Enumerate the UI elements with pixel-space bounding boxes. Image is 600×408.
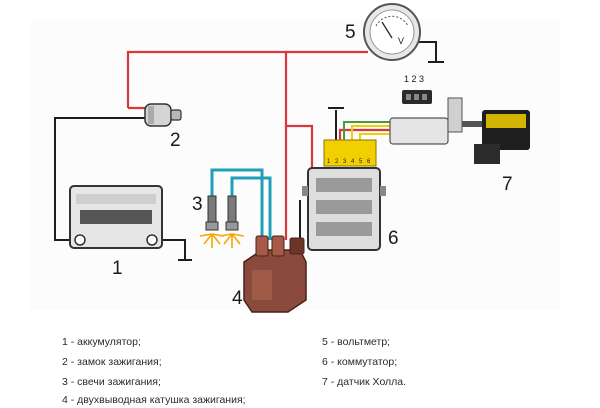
spark-plug-2 [219, 195, 245, 248]
black-wire-battery [54, 117, 145, 241]
legend-item-1: 1 - аккумулятор; [62, 336, 141, 348]
yellow-wire-2 [359, 133, 392, 140]
legend-item-7: 7 - датчик Холла. [322, 376, 407, 388]
blue-wire-2 [230, 176, 272, 240]
yellow-wire-1 [351, 125, 392, 140]
blue-wires [210, 168, 272, 240]
battery-label [80, 210, 152, 224]
pin-5: 5 [359, 159, 363, 165]
coil-connector [289, 237, 305, 255]
battery [69, 185, 163, 249]
black-wire-ground [160, 239, 186, 260]
hall-plug-pin-3 [422, 94, 427, 100]
green-wire [343, 121, 390, 140]
coil-tower-2 [271, 235, 285, 257]
voltmeter-scale [375, 15, 409, 27]
hall-sensor [462, 110, 530, 164]
red-wire-hall [338, 128, 400, 140]
commutator-fin-2 [316, 200, 372, 214]
red-wire-commutator [286, 124, 314, 180]
hall-connector-clip [447, 97, 463, 133]
hall-sensor-plate [486, 114, 526, 128]
callout-3: 3 [192, 194, 203, 215]
coil-tower-1 [255, 235, 269, 257]
pin-2: 2 [335, 159, 339, 165]
spark-2 [219, 233, 245, 248]
callout-1: 1 [112, 258, 123, 279]
yellow-green-wires [343, 121, 392, 140]
switch-key [170, 109, 182, 121]
hall-connector: 1 2 3 [389, 74, 463, 145]
callout-2: 2 [170, 130, 181, 151]
hall-connector-pin-labels: 1 2 3 [404, 74, 424, 84]
commutator-tab-left [302, 186, 308, 196]
voltmeter: V [363, 3, 421, 61]
pin-3: 3 [343, 159, 347, 165]
commutator-fin-1 [316, 178, 372, 192]
ignition-coil [243, 235, 307, 313]
ignition-switch [144, 103, 182, 127]
legend-item-6: 6 - коммутатор; [322, 356, 398, 368]
battery-terminal-neg [74, 234, 86, 246]
red-wire-top [126, 50, 368, 108]
callout-5: 5 [345, 22, 356, 43]
commutator-tab-right [380, 186, 386, 196]
switch-ring [148, 106, 154, 124]
callout-7: 7 [502, 174, 513, 195]
pin-6: 6 [367, 159, 371, 165]
pin-1: 1 [327, 159, 331, 165]
legend-item-3: 3 - свечи зажигания; [62, 376, 161, 388]
hall-sensor-base [474, 144, 500, 164]
coil-shade [252, 270, 272, 300]
battery-top [76, 194, 156, 204]
legend-item-4: 4 - двухвыводная катушка зажигания; [62, 394, 246, 406]
callout-4: 4 [232, 288, 243, 309]
spark-1 [199, 233, 225, 248]
callout-6: 6 [388, 228, 399, 249]
legend-item-5: 5 - вольтметр; [322, 336, 391, 348]
voltmeter-letter: V [398, 36, 404, 46]
spark-plugs [199, 195, 245, 248]
voltmeter-face [369, 9, 415, 55]
voltmeter-needle [381, 21, 393, 39]
hall-connector-housing [389, 117, 449, 145]
commutator-connector [323, 139, 377, 167]
pin-4: 4 [351, 159, 355, 165]
commutator: 1 2 3 4 5 6 [302, 139, 386, 251]
battery-terminal-pos [146, 234, 158, 246]
commutator-pins: 1 2 3 4 5 6 [327, 159, 371, 165]
spark-plug-1 [199, 195, 225, 248]
blue-wire-1 [210, 168, 264, 240]
red-wires [126, 50, 400, 240]
commutator-fin-3 [316, 222, 372, 236]
hall-plug-pin-1 [406, 94, 411, 100]
legend-item-2: 2 - замок зажигания; [62, 356, 162, 368]
hall-plug-pin-2 [414, 94, 419, 100]
